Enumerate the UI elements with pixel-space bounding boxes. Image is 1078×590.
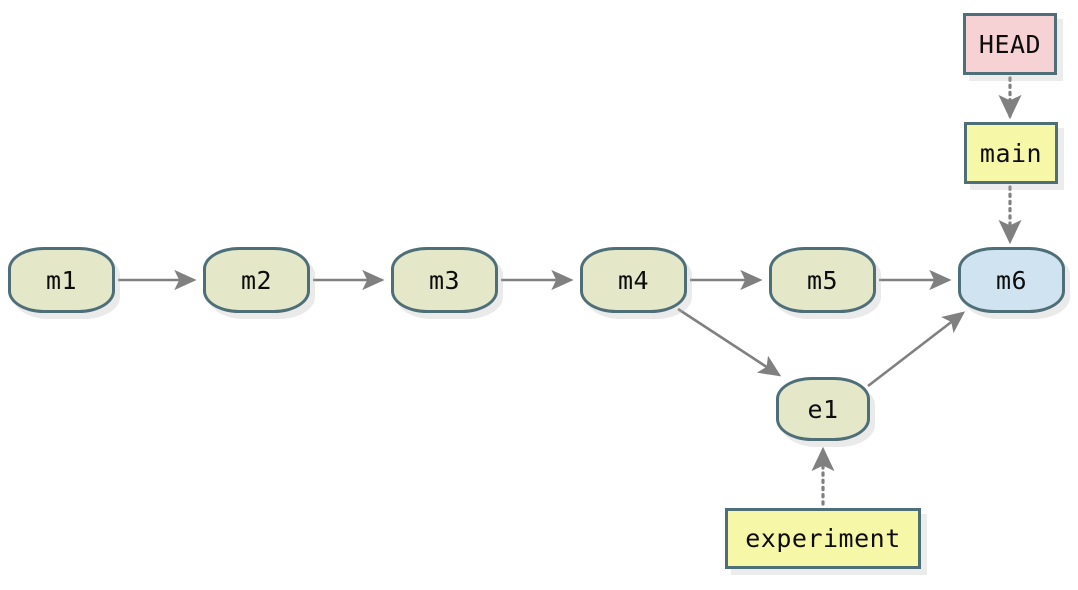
edge-e1-m6	[867, 311, 966, 388]
commit-label: m3	[428, 265, 461, 295]
branch-label-main[interactable]: main	[964, 122, 1058, 184]
ref-label-text: experiment	[745, 524, 901, 553]
commit-label: m6	[995, 265, 1028, 295]
commit-node-m5[interactable]: m5	[769, 247, 876, 313]
edge-m4-e1	[677, 307, 782, 377]
commit-node-m1[interactable]: m1	[8, 247, 115, 313]
commit-label: e1	[807, 394, 839, 424]
commit-node-m2[interactable]: m2	[203, 247, 310, 313]
commit-node-m3[interactable]: m3	[391, 247, 498, 313]
commit-label: m2	[240, 265, 273, 295]
commit-node-m4[interactable]: m4	[580, 247, 687, 313]
commit-label: m4	[617, 265, 650, 295]
branch-label-experiment[interactable]: experiment	[725, 508, 921, 569]
commit-label: m1	[45, 265, 78, 295]
commit-node-m6[interactable]: m6	[958, 247, 1065, 313]
commit-label: m5	[806, 265, 839, 295]
ref-label-text: main	[979, 138, 1043, 168]
commit-node-e1[interactable]: e1	[776, 377, 870, 441]
ref-label-text: HEAD	[978, 29, 1042, 59]
head-pointer-label[interactable]: HEAD	[963, 13, 1057, 75]
